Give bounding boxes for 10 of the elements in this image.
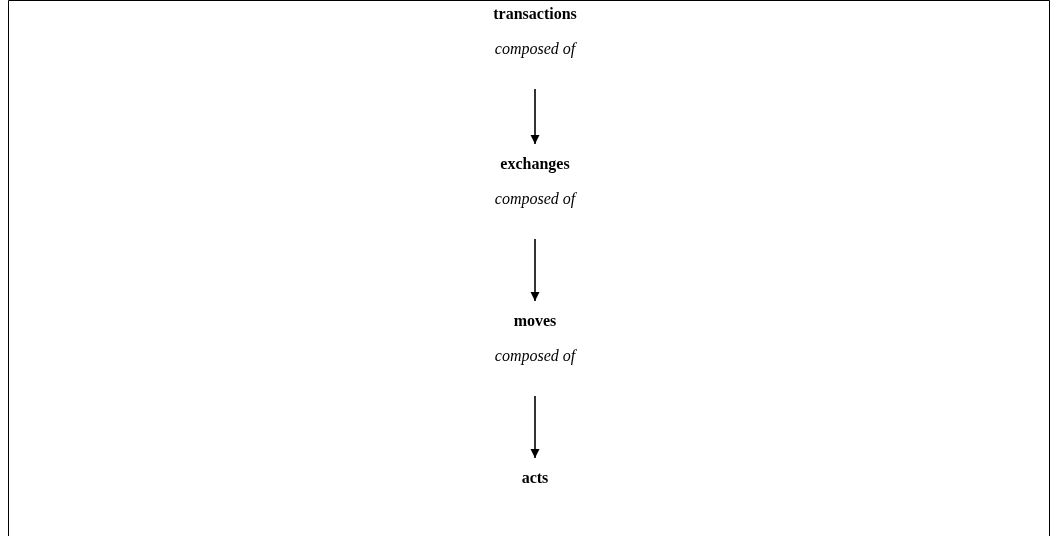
arrow xyxy=(530,395,540,459)
edge-label: composed of xyxy=(494,189,576,209)
edge-label: composed of xyxy=(494,39,576,59)
node-label: acts xyxy=(521,468,549,488)
arrow xyxy=(530,88,540,145)
node-label: moves xyxy=(513,311,557,331)
arrow xyxy=(530,238,540,302)
node-label: transactions xyxy=(493,4,577,24)
node-label: exchanges xyxy=(500,154,570,174)
edge-label: composed of xyxy=(494,346,576,366)
